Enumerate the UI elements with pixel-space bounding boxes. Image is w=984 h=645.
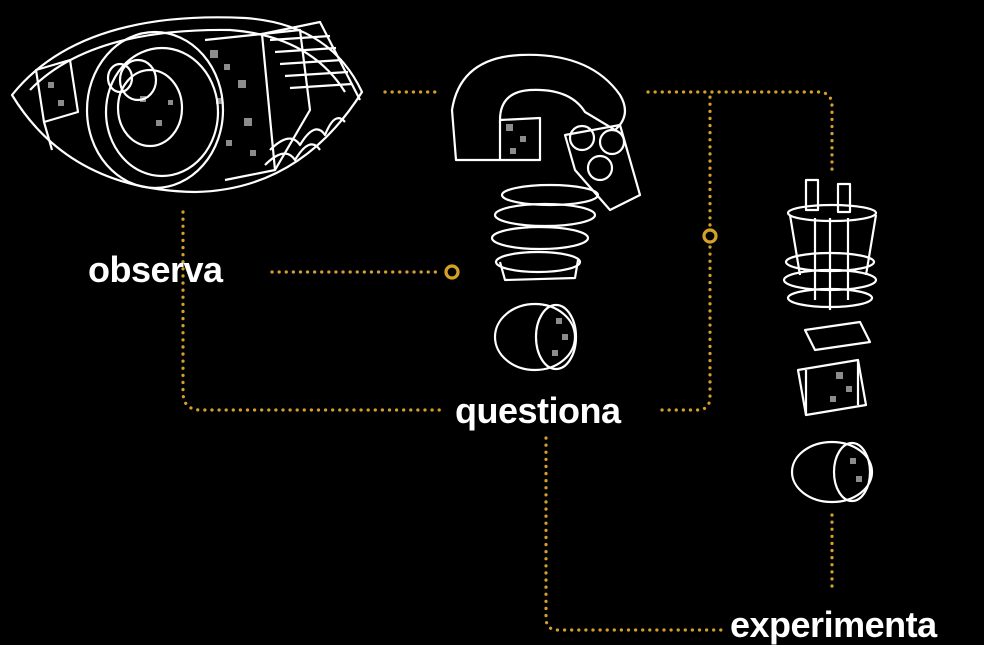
eye-icon [12, 17, 362, 192]
node-marker-observa [446, 266, 458, 278]
label-questiona: questiona [455, 393, 621, 429]
question-mark-icon [452, 55, 640, 370]
connector-questiona-to-experimenta [546, 438, 722, 630]
label-experimenta: experimenta [730, 607, 937, 643]
exclamation-mark-icon [784, 180, 876, 502]
node-marker-branch [704, 230, 716, 242]
connector-questiona-to-branch [662, 245, 710, 410]
question-texture [506, 124, 568, 356]
connector-question-to-exclamation [648, 92, 832, 170]
label-observa: observa [88, 252, 223, 288]
connector-eye-to-questiona [183, 212, 440, 410]
